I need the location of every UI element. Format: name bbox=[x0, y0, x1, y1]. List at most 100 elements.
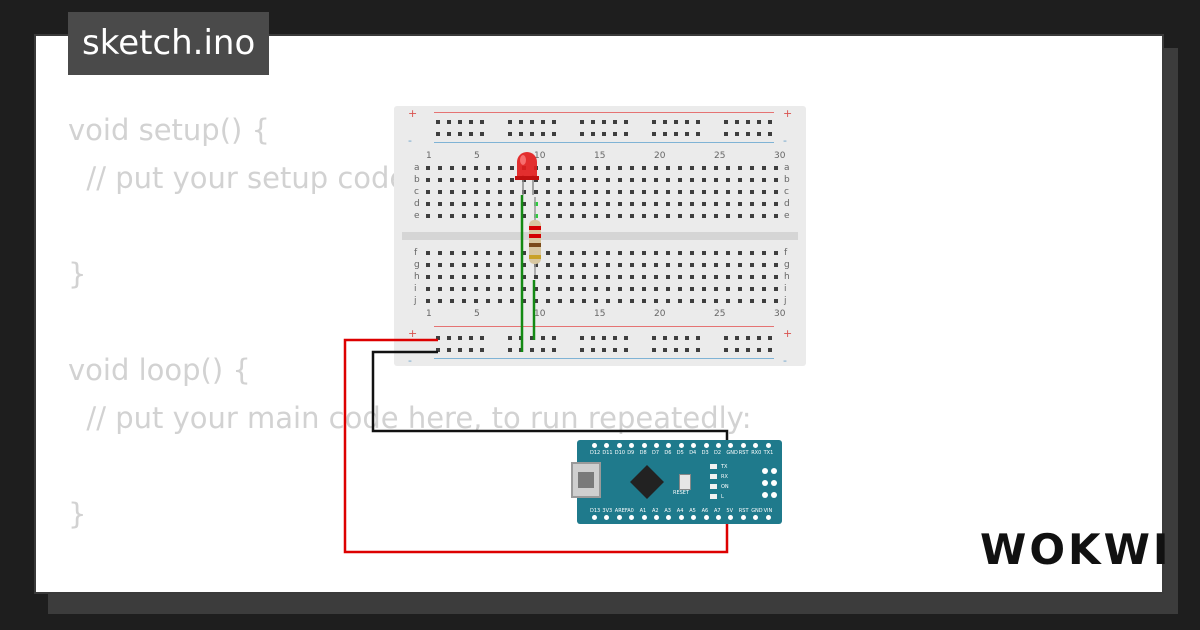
rail-hole bbox=[724, 348, 728, 352]
pin-bottom[interactable] bbox=[728, 515, 734, 520]
breadboard-hole bbox=[690, 263, 694, 267]
rail-hole bbox=[663, 348, 667, 352]
rail-hole bbox=[508, 132, 512, 136]
breadboard-hole bbox=[450, 190, 454, 194]
breadboard-hole bbox=[606, 287, 610, 291]
rail-hole bbox=[552, 132, 556, 136]
pin-label: D13 bbox=[590, 508, 601, 514]
breadboard-hole bbox=[702, 251, 706, 255]
pin-bottom[interactable] bbox=[616, 515, 622, 520]
row-letter: e bbox=[414, 211, 420, 221]
red-led[interactable] bbox=[515, 152, 539, 195]
pin-label: GND bbox=[751, 508, 763, 514]
pin-bottom[interactable] bbox=[740, 515, 746, 520]
rail-hole bbox=[530, 132, 534, 136]
reset-button[interactable] bbox=[679, 474, 691, 490]
pin-bottom[interactable] bbox=[604, 515, 610, 520]
rail-hole bbox=[746, 132, 750, 136]
breadboard-hole bbox=[450, 202, 454, 206]
breadboard-hole bbox=[738, 275, 742, 279]
rail-hole bbox=[613, 348, 617, 352]
row-letter: e bbox=[784, 211, 790, 221]
rail-hole bbox=[469, 336, 473, 340]
breadboard-hole bbox=[774, 263, 778, 267]
breadboard-hole bbox=[666, 251, 670, 255]
rail-hole bbox=[458, 120, 462, 124]
pin-bottom[interactable] bbox=[678, 515, 684, 520]
pin-label: A3 bbox=[664, 508, 671, 514]
breadboard-hole bbox=[582, 287, 586, 291]
reset-label: RESET bbox=[673, 490, 690, 496]
pin-top[interactable] bbox=[740, 443, 746, 448]
pin-top[interactable] bbox=[678, 443, 684, 448]
breadboard-hole bbox=[642, 263, 646, 267]
pin-label: D7 bbox=[652, 450, 660, 456]
red-wire[interactable] bbox=[343, 338, 729, 554]
breadboard-hole bbox=[522, 190, 526, 194]
breadboard-hole bbox=[654, 202, 658, 206]
breadboard-hole bbox=[570, 263, 574, 267]
pin-bottom[interactable] bbox=[592, 515, 597, 520]
pin-top[interactable] bbox=[691, 443, 697, 448]
resistor[interactable] bbox=[529, 197, 541, 275]
breadboard-hole bbox=[762, 178, 766, 182]
column-number: 1 bbox=[426, 151, 432, 161]
breadboard-hole bbox=[546, 166, 550, 170]
led-label: ON bbox=[721, 484, 729, 490]
breadboard-hole bbox=[426, 299, 430, 303]
breadboard-hole bbox=[762, 263, 766, 267]
rail-hole bbox=[541, 336, 545, 340]
pin-top[interactable] bbox=[728, 443, 734, 448]
row-letter: g bbox=[784, 260, 790, 270]
pin-top[interactable] bbox=[666, 443, 672, 448]
breadboard-hole bbox=[678, 287, 682, 291]
breadboard-hole bbox=[546, 251, 550, 255]
pin-top[interactable] bbox=[753, 443, 759, 448]
pin-bottom[interactable] bbox=[654, 515, 659, 520]
pin-bottom[interactable] bbox=[765, 515, 771, 520]
rail-plus-label: + bbox=[783, 107, 793, 120]
black-wire[interactable] bbox=[371, 350, 729, 448]
breadboard-hole bbox=[762, 190, 766, 194]
breadboard-hole bbox=[558, 178, 562, 182]
pin-bottom[interactable] bbox=[629, 515, 635, 520]
breadboard-hole bbox=[546, 214, 550, 218]
breadboard-hole bbox=[594, 299, 598, 303]
file-tab[interactable]: sketch.ino bbox=[68, 12, 270, 75]
rail-hole bbox=[480, 132, 484, 136]
pin-top[interactable] bbox=[765, 443, 771, 448]
breadboard-hole bbox=[498, 166, 502, 170]
pin-top[interactable] bbox=[592, 443, 597, 448]
pin-bottom[interactable] bbox=[641, 515, 647, 520]
icsp-pin bbox=[762, 480, 768, 486]
rail-hole bbox=[757, 132, 761, 136]
rail-hole bbox=[602, 120, 606, 124]
pin-top[interactable] bbox=[716, 443, 721, 448]
pin-bottom[interactable] bbox=[716, 515, 721, 520]
pin-top[interactable] bbox=[654, 443, 659, 448]
breadboard-hole bbox=[462, 178, 466, 182]
pin-bottom[interactable] bbox=[666, 515, 672, 520]
pin-bottom[interactable] bbox=[703, 515, 709, 520]
pin-top[interactable] bbox=[616, 443, 622, 448]
breadboard-hole bbox=[702, 190, 706, 194]
breadboard-hole bbox=[702, 166, 706, 170]
rail-hole bbox=[613, 132, 617, 136]
breadboard-hole bbox=[630, 214, 634, 218]
pin-top[interactable] bbox=[629, 443, 635, 448]
rail-plus-line bbox=[434, 326, 774, 327]
pin-top[interactable] bbox=[703, 443, 709, 448]
breadboard-hole bbox=[474, 178, 478, 182]
column-number: 30 bbox=[774, 151, 786, 161]
pin-label: RX0 bbox=[751, 450, 762, 456]
breadboard-hole bbox=[426, 275, 430, 279]
pin-bottom[interactable] bbox=[753, 515, 759, 520]
pin-bottom[interactable] bbox=[691, 515, 697, 520]
breadboard-hole bbox=[690, 251, 694, 255]
pin-top[interactable] bbox=[604, 443, 610, 448]
pin-top[interactable] bbox=[641, 443, 647, 448]
breadboard-hole bbox=[618, 202, 622, 206]
breadboard-hole bbox=[774, 190, 778, 194]
